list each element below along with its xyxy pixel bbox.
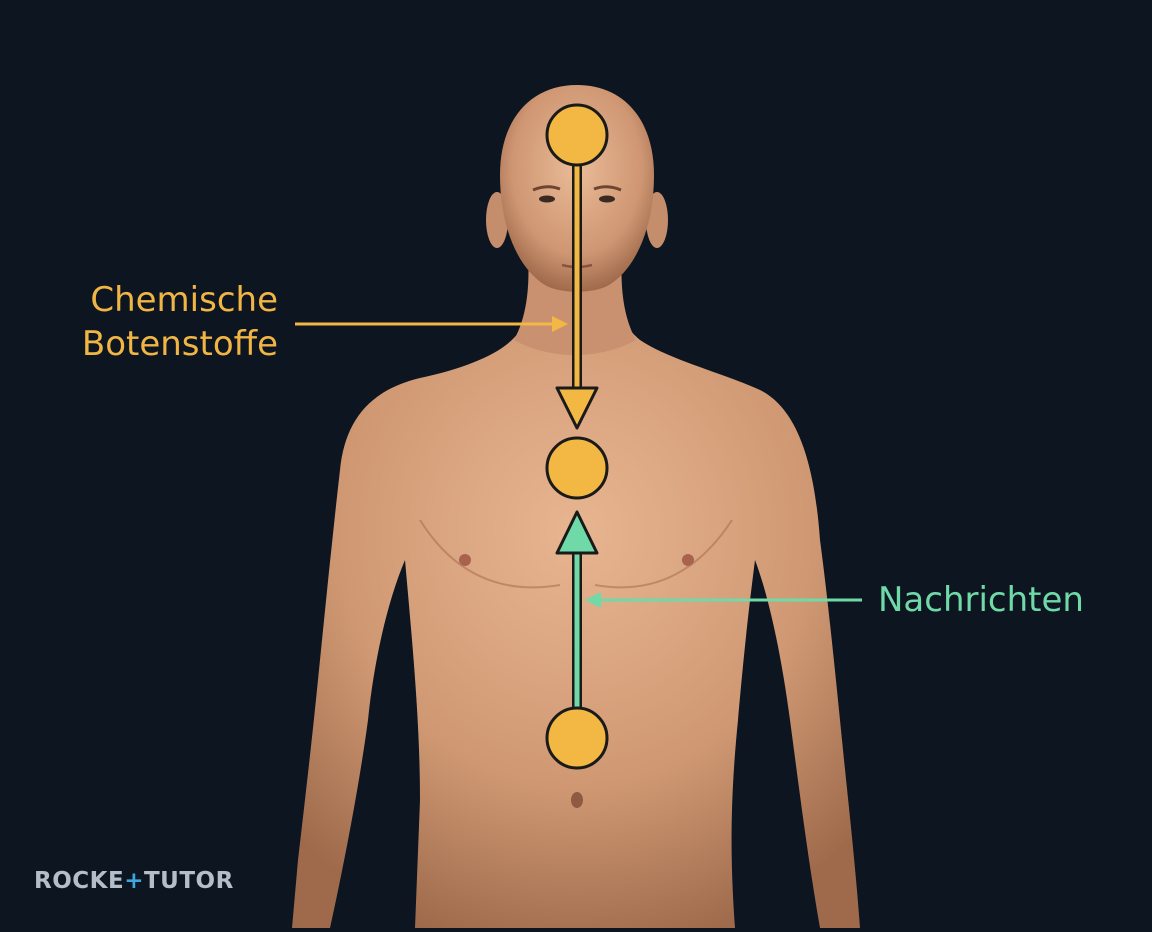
logo-plus-icon: + (124, 868, 144, 894)
node-head (545, 103, 609, 167)
arrow-up-messages (555, 510, 599, 708)
left-eye (539, 195, 555, 203)
label-chemical-line1: Chemische (90, 280, 278, 320)
logo-text-left: ROCKE (34, 868, 125, 894)
arrow-down-chemical (555, 160, 599, 430)
right-eye (599, 195, 615, 203)
left-nipple (459, 554, 471, 566)
logo-text-right: TUTOR (143, 868, 234, 894)
node-abdomen (545, 706, 609, 770)
label-messages: Nachrichten (878, 580, 1084, 620)
pointer-chemical (295, 316, 568, 332)
navel (571, 792, 583, 808)
eyebrows (532, 185, 622, 192)
right-nipple (682, 554, 694, 566)
node-chest (545, 436, 609, 500)
label-chemical-line2: Botenstoffe (81, 324, 278, 364)
chest-line (419, 519, 733, 589)
rocket-tutor-logo: ROCKE+TUTOR (34, 868, 234, 894)
pointer-messages (585, 592, 862, 608)
label-chemical-messengers: Chemische Botenstoffe (82, 278, 278, 366)
